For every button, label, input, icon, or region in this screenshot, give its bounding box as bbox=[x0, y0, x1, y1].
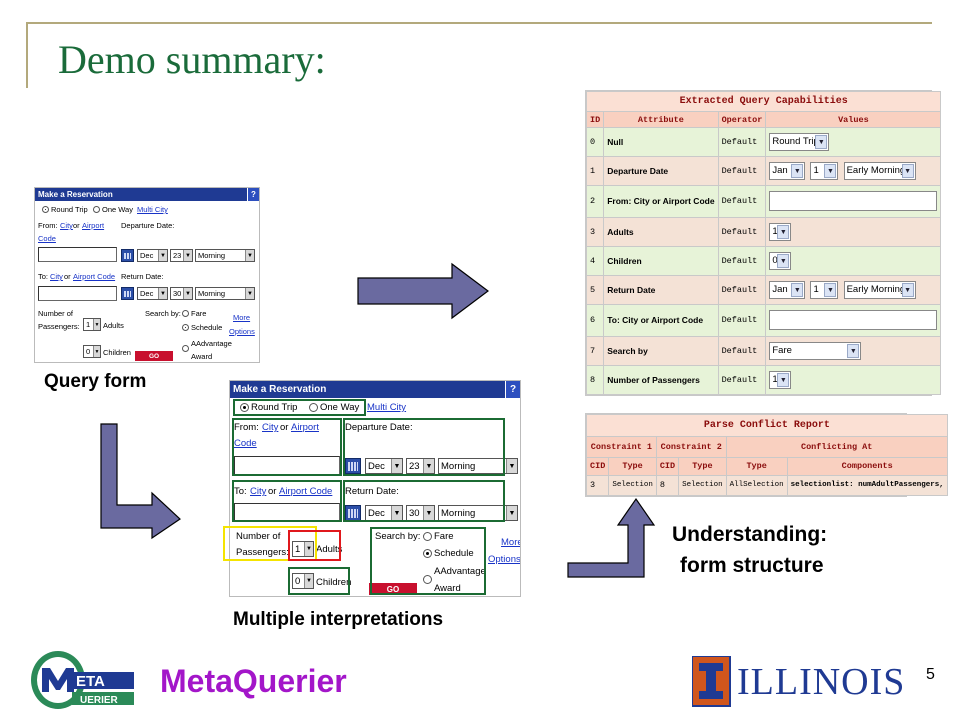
one-way-radio[interactable] bbox=[93, 206, 100, 213]
highlight-search-by bbox=[370, 527, 486, 595]
children-select[interactable]: 0▼ bbox=[83, 345, 101, 358]
right-arrow bbox=[357, 262, 489, 320]
schedule-radio[interactable] bbox=[182, 324, 189, 331]
ret-month-select[interactable]: Dec▼ bbox=[137, 287, 168, 300]
multi-city-link[interactable]: Multi City bbox=[367, 402, 407, 413]
ret-time-select[interactable]: Morning▼ bbox=[195, 287, 255, 300]
illinois-block-i-icon bbox=[692, 656, 731, 707]
understanding-label-line1: Understanding: bbox=[672, 523, 828, 546]
highlight-return-date bbox=[343, 480, 505, 522]
time-select[interactable]: Early Morning▼ bbox=[843, 161, 916, 180]
brand-name: MetaQuerier bbox=[160, 663, 347, 699]
adults-select[interactable]: 1▼ bbox=[292, 541, 314, 557]
dep-time-select[interactable]: Morning▼ bbox=[195, 249, 255, 262]
highlight-to bbox=[232, 480, 342, 522]
multi-city-link[interactable]: Multi City bbox=[137, 205, 168, 214]
value-input[interactable] bbox=[769, 310, 938, 331]
aadvantage-radio[interactable] bbox=[182, 345, 189, 352]
go-button[interactable]: GO bbox=[135, 351, 173, 361]
schedule-radio[interactable] bbox=[423, 549, 432, 558]
highlight-adults bbox=[288, 530, 341, 561]
dep-month-select[interactable]: Dec▼ bbox=[137, 249, 168, 262]
slide-title: Demo summary: bbox=[58, 37, 326, 82]
help-icon[interactable]: ? bbox=[505, 381, 520, 398]
multiple-interpretations-label: Multiple interpretations bbox=[233, 609, 444, 630]
capabilities-title: Extracted Query Capabilities bbox=[585, 91, 942, 112]
highlight-number-of-passengers bbox=[223, 526, 317, 561]
to-input[interactable] bbox=[38, 286, 117, 301]
conflict-title: Parse Conflict Report bbox=[586, 413, 948, 438]
go-button[interactable]: GO bbox=[369, 583, 417, 595]
metaquerier-logo-icon: ETA UERIER bbox=[31, 651, 134, 709]
value-select[interactable]: Round Trip▼ bbox=[769, 132, 830, 151]
query-form-label: Query form bbox=[44, 371, 147, 392]
from-input[interactable] bbox=[38, 247, 117, 262]
elbow-arrow-right-up bbox=[567, 497, 656, 578]
fare-radio[interactable] bbox=[423, 532, 432, 541]
day-select[interactable]: 1▼ bbox=[810, 280, 839, 299]
value-select[interactable]: Fare▼ bbox=[769, 341, 862, 360]
dep-day-select[interactable]: 23▼ bbox=[170, 249, 193, 262]
capabilities-table: Extracted Query Capabilities ID Attribut… bbox=[585, 90, 942, 396]
time-select[interactable]: Early Morning▼ bbox=[843, 280, 916, 299]
day-select[interactable]: 1▼ bbox=[810, 161, 839, 180]
calendar-icon[interactable] bbox=[345, 458, 361, 474]
children-select[interactable]: 0▼ bbox=[292, 573, 314, 589]
conflict-table: Parse Conflict Report Constraint 1 Const… bbox=[585, 413, 948, 497]
highlight-departure-date bbox=[343, 418, 505, 476]
university-name: ILLINOIS bbox=[737, 661, 906, 703]
highlight-from bbox=[232, 418, 342, 476]
svg-text:ETA: ETA bbox=[76, 673, 105, 690]
aadvantage-radio[interactable] bbox=[423, 575, 432, 584]
value-select[interactable]: 1▼ bbox=[769, 370, 792, 389]
value-input[interactable] bbox=[769, 191, 938, 212]
ret-day-select[interactable]: 30▼ bbox=[170, 287, 193, 300]
month-select[interactable]: Jan▼ bbox=[769, 280, 806, 299]
value-select[interactable]: 0▼ bbox=[769, 251, 792, 270]
one-way-radio[interactable] bbox=[309, 403, 318, 412]
query-form-small: Make a Reservation ? Round Trip One Way … bbox=[34, 187, 260, 363]
highlight-children bbox=[288, 567, 350, 595]
understanding-label-line2: form structure bbox=[680, 554, 824, 577]
table-row: 3 Selection 8 Selection AllSelection sel… bbox=[585, 474, 948, 497]
month-select[interactable]: Jan▼ bbox=[769, 161, 806, 180]
slide-frame-left-rule bbox=[26, 22, 28, 88]
dep-time-select[interactable]: Morning▼ bbox=[438, 458, 518, 474]
dep-day-select[interactable]: 23▼ bbox=[406, 458, 435, 474]
dep-month-select[interactable]: Dec▼ bbox=[365, 458, 403, 474]
value-select[interactable]: 1▼ bbox=[769, 222, 792, 241]
calendar-icon[interactable] bbox=[121, 249, 134, 262]
help-icon[interactable]: ? bbox=[247, 188, 259, 201]
highlight-trip-type bbox=[233, 399, 366, 416]
form-header: Make a Reservation ? bbox=[230, 381, 520, 398]
fare-radio[interactable] bbox=[182, 310, 189, 317]
form-header: Make a Reservation ? bbox=[35, 188, 259, 201]
page-number: 5 bbox=[926, 666, 935, 683]
round-trip-radio[interactable] bbox=[42, 206, 49, 213]
adults-select[interactable]: 1▼ bbox=[83, 318, 101, 331]
slide-frame-top-rule bbox=[26, 22, 932, 24]
svg-text:UERIER: UERIER bbox=[80, 695, 119, 706]
elbow-arrow-down-right bbox=[100, 423, 181, 540]
round-trip-radio[interactable] bbox=[240, 403, 249, 412]
calendar-icon[interactable] bbox=[121, 287, 134, 300]
